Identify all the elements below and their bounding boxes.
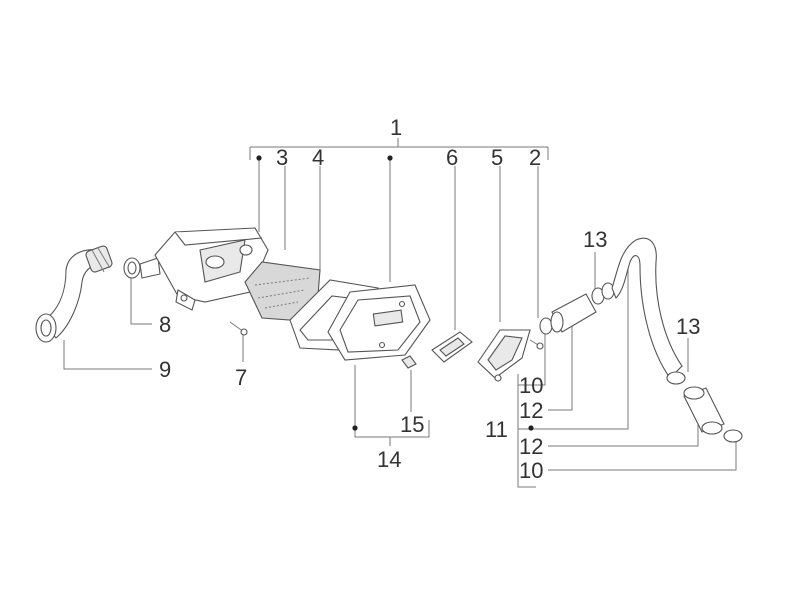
part-9-hose [35, 245, 113, 343]
bullet-dots [256, 155, 534, 431]
label-10-upper: 10 [519, 373, 543, 398]
label-2: 2 [529, 145, 541, 170]
part-1-cover [327, 284, 431, 361]
label-12-upper: 12 [519, 398, 543, 423]
label-10-lower: 10 [519, 458, 543, 483]
leader-lines [63, 138, 737, 488]
part-6-plate [431, 331, 473, 363]
label-6: 6 [446, 145, 458, 170]
lower-connector-group [666, 371, 743, 443]
part-3-airbox [154, 227, 269, 311]
label-3: 3 [276, 145, 288, 170]
label-11: 11 [485, 417, 508, 442]
label-8: 8 [159, 312, 171, 337]
part-2-screw [529, 339, 544, 350]
label-7: 7 [235, 365, 247, 390]
part-5-valve [477, 329, 531, 382]
part-8-clamp [123, 257, 161, 279]
part-11-hose [611, 237, 683, 379]
label-15: 15 [400, 412, 424, 437]
label-5: 5 [491, 145, 503, 170]
callout-labels: 1 2 3 4 5 6 7 8 9 10 10 11 12 12 13 13 1… [159, 115, 700, 483]
label-1: 1 [390, 115, 402, 140]
upper-connector-group [539, 282, 615, 335]
label-13-lower: 13 [676, 314, 700, 339]
label-12-lower: 12 [519, 434, 543, 459]
part-7-screw [229, 321, 248, 336]
label-4: 4 [312, 145, 324, 170]
label-9: 9 [159, 357, 171, 382]
label-14: 14 [377, 447, 401, 472]
part-15-clip [401, 355, 417, 369]
label-13-upper: 13 [583, 227, 607, 252]
